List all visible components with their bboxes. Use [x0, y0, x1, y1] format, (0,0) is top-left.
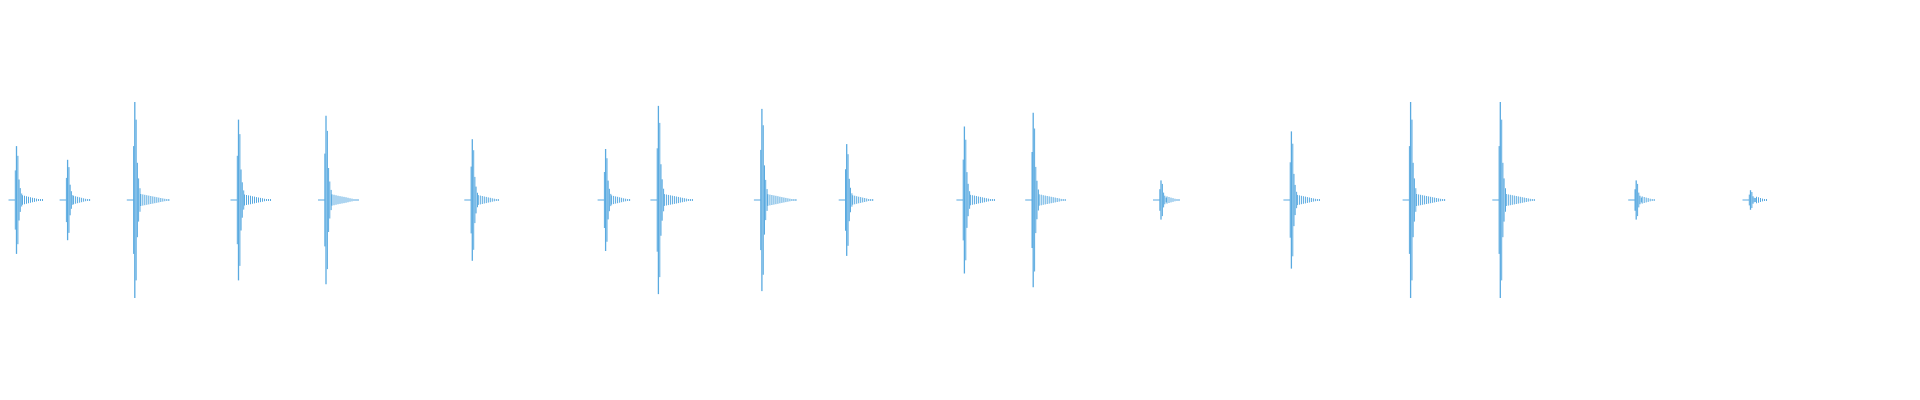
waveform-transient-7: [597, 149, 631, 251]
waveform-transient-1: [8, 146, 43, 254]
waveform-transient-14: [1283, 131, 1320, 269]
waveform-transient-2: [59, 159, 91, 241]
waveform-transient-13: [1153, 180, 1180, 220]
waveform-transient-18: [1742, 190, 1767, 210]
waveform-transient-8: [650, 105, 693, 295]
waveform-transient-10: [838, 144, 874, 256]
waveform-transient-17: [1628, 180, 1655, 220]
waveform-transient-12: [1025, 112, 1066, 288]
waveform-transient-5: [318, 115, 359, 285]
waveform-transient-15: [1402, 102, 1446, 298]
waveform-transient-3: [126, 102, 170, 298]
waveform-transient-9: [753, 108, 797, 292]
waveform-transient-6: [464, 139, 499, 261]
waveform-transient-4: [230, 119, 271, 281]
waveform-transient-16: [1492, 102, 1535, 298]
waveform-transient-11: [956, 126, 995, 274]
